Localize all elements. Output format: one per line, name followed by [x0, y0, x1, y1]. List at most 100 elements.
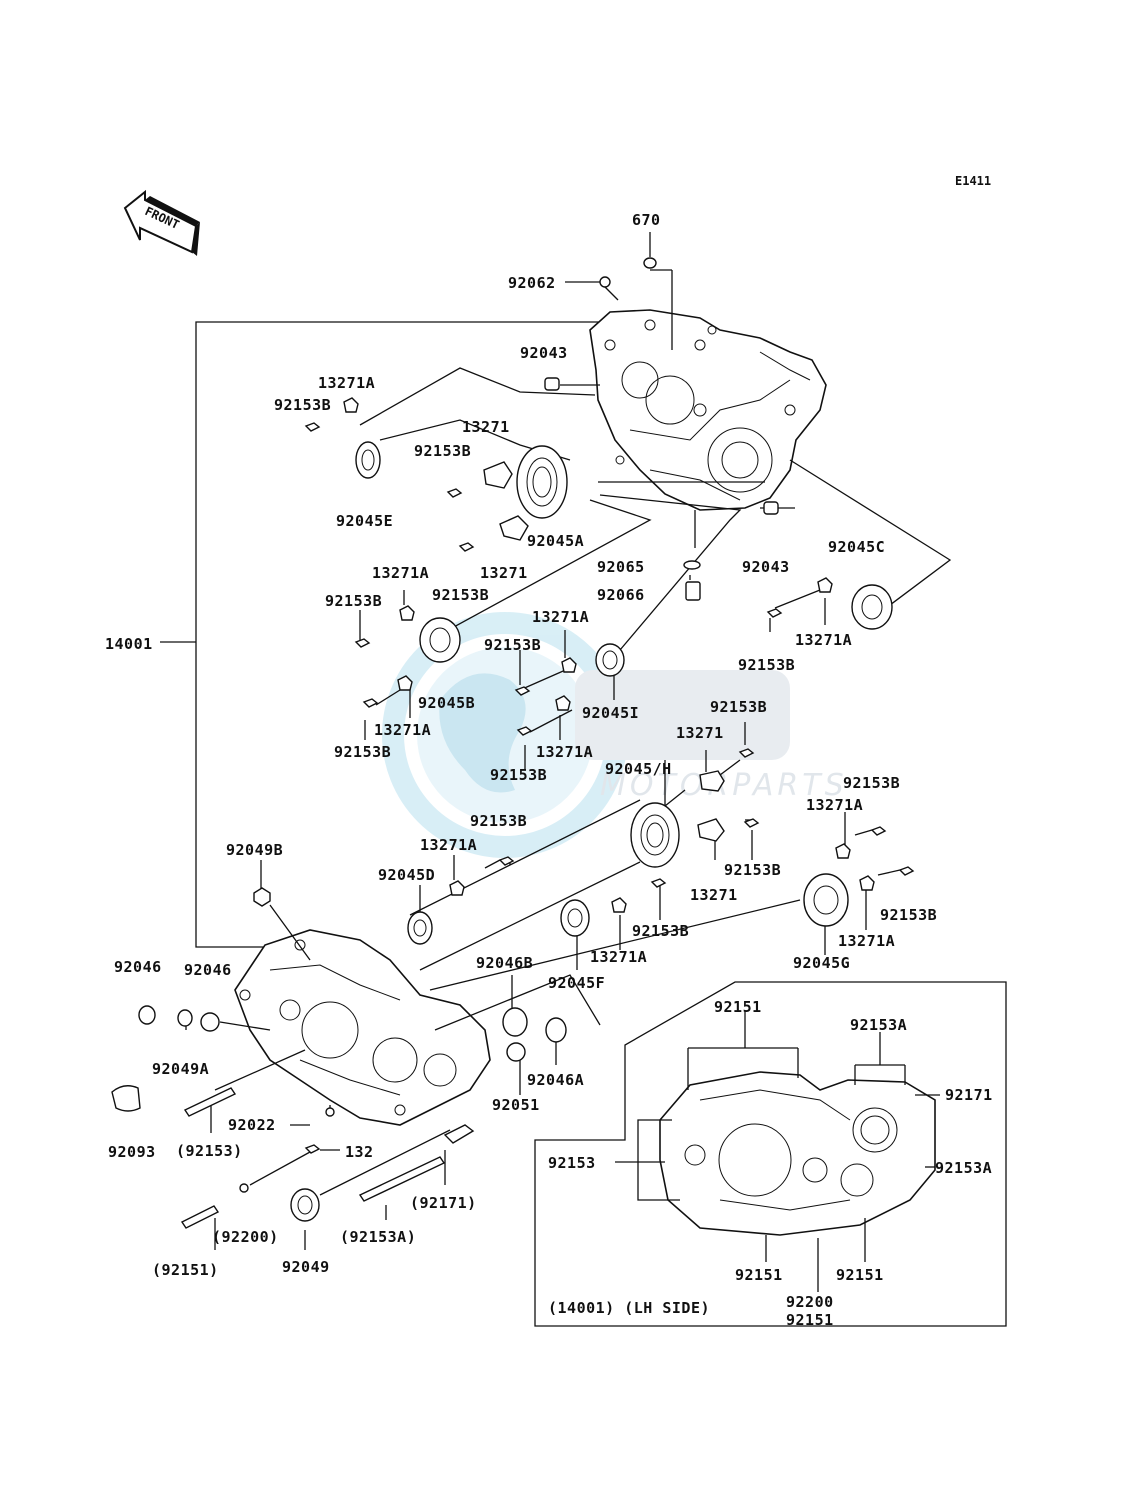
inset-caption: (14001) (LH SIDE) — [548, 1299, 710, 1317]
plate-13271A-g — [835, 843, 851, 859]
seal-92051 — [506, 1042, 526, 1062]
plate-13271A-j — [611, 897, 627, 913]
label-13271: 13271 — [480, 564, 528, 582]
bearing-92045F — [560, 899, 590, 937]
watermark: MOTORPARTS — [382, 612, 844, 858]
plug-92066 — [685, 581, 701, 601]
label-92153B: 92153B — [880, 906, 937, 924]
assembly-bracket-14001 — [160, 321, 600, 948]
part-labels: 670 92062 92043 13271A 92153B 13271 9215… — [105, 211, 992, 1329]
label-92153-paren: (92153) — [176, 1142, 243, 1160]
label-92066: 92066 — [597, 586, 645, 604]
label-92153B: 92153B — [274, 396, 331, 414]
bracket-92171 — [443, 1124, 475, 1144]
inset-lh-side — [534, 981, 1007, 1327]
bolt-92153A — [358, 1156, 446, 1202]
inset-label-92151: 92151 — [735, 1266, 783, 1284]
plate-13271-d — [697, 818, 725, 842]
plate-13271A-i — [449, 880, 465, 896]
label-92153B: 92153B — [490, 766, 547, 784]
label-92153B: 92153B — [710, 698, 767, 716]
bolt-92153B-12 — [898, 866, 915, 876]
bolt-92153B-10 — [743, 818, 760, 828]
label-92046: 92046 — [114, 958, 162, 976]
label-92046B: 92046B — [476, 954, 533, 972]
bolt-92153 — [183, 1087, 237, 1117]
label-92051: 92051 — [492, 1096, 540, 1114]
label-92153B: 92153B — [325, 592, 382, 610]
label-92153B: 92153B — [738, 656, 795, 674]
label-92022: 92022 — [228, 1116, 276, 1134]
plate-13271A-b — [817, 577, 833, 593]
label-14001: 14001 — [105, 635, 153, 653]
bushing-92046A — [545, 1017, 567, 1043]
diagram-code: E1411 — [955, 174, 991, 188]
left-crankcase-half — [234, 929, 491, 1126]
bushing-92046-b — [200, 1012, 220, 1032]
label-92153B: 92153B — [432, 586, 489, 604]
label-92045C: 92045C — [828, 538, 885, 556]
plate-13271-b — [499, 515, 529, 541]
plug-92062 — [599, 276, 611, 288]
seal-92045E — [355, 441, 381, 479]
oring-670 — [643, 257, 657, 269]
plate-13271A-c — [399, 605, 415, 621]
label-92046A: 92046A — [527, 1071, 584, 1089]
bearing-92045D — [407, 911, 433, 945]
bearing-92045B — [419, 617, 461, 663]
right-crankcase-half — [589, 309, 827, 511]
bolt-132 — [304, 1144, 321, 1154]
inset-label-92151: 92151 — [786, 1311, 834, 1329]
label-13271A: 13271A — [420, 836, 477, 854]
washer-92049A — [177, 1009, 193, 1027]
label-92045I: 92045I — [582, 704, 639, 722]
parts-lower — [111, 802, 915, 1229]
label-92093: 92093 — [108, 1143, 156, 1161]
label-92049A: 92049A — [152, 1060, 209, 1078]
label-92062: 92062 — [508, 274, 556, 292]
bolt-92153B-8 — [516, 726, 533, 736]
inset-label-92151: 92151 — [836, 1266, 884, 1284]
label-92200-paren: (92200) — [212, 1228, 279, 1246]
pin-92022 — [325, 1107, 335, 1117]
dowel-92043-b — [763, 501, 779, 515]
label-132: 132 — [345, 1143, 374, 1161]
bolt-92151 — [180, 1205, 220, 1229]
label-13271A: 13271A — [536, 743, 593, 761]
label-670: 670 — [632, 211, 661, 229]
label-92151-paren: (92151) — [152, 1261, 219, 1279]
bolt-92153B-11 — [870, 826, 887, 836]
bolt-92153B-2 — [446, 488, 463, 498]
label-92153B: 92153B — [724, 861, 781, 879]
label-13271: 13271 — [676, 724, 724, 742]
bearing-92045A — [516, 445, 568, 519]
inset-label-92151: 92151 — [714, 998, 762, 1016]
washer-92200 — [239, 1183, 249, 1193]
bearing-92045G — [803, 873, 849, 927]
inset-label-92153A: 92153A — [850, 1016, 907, 1034]
bushing-92046B — [502, 1007, 528, 1037]
washer-92065 — [683, 560, 701, 570]
bolt-92153B — [304, 422, 321, 432]
plate-13271A-h — [859, 875, 875, 891]
label-13271A: 13271A — [838, 932, 895, 950]
label-92045A: 92045A — [527, 532, 584, 550]
inset-label-92153A: 92153A — [935, 1159, 992, 1177]
label-92043: 92043 — [742, 558, 790, 576]
label-92045D: 92045D — [378, 866, 435, 884]
label-92153B: 92153B — [632, 922, 689, 940]
label-92153B: 92153B — [843, 774, 900, 792]
plug-92049B — [253, 887, 271, 907]
front-arrow-icon: FRONT — [123, 189, 200, 256]
label-13271A: 13271A — [372, 564, 429, 582]
label-13271A: 13271A — [590, 948, 647, 966]
bolt-92153B-6 — [514, 686, 531, 696]
label-13271: 13271 — [690, 886, 738, 904]
label-13271A: 13271A — [795, 631, 852, 649]
bolt-92153B-14 — [650, 878, 667, 888]
bolt-92153B-4 — [766, 608, 783, 618]
label-92153A-paren: (92153A) — [340, 1228, 416, 1246]
label-92065: 92065 — [597, 558, 645, 576]
label-13271A: 13271A — [532, 608, 589, 626]
